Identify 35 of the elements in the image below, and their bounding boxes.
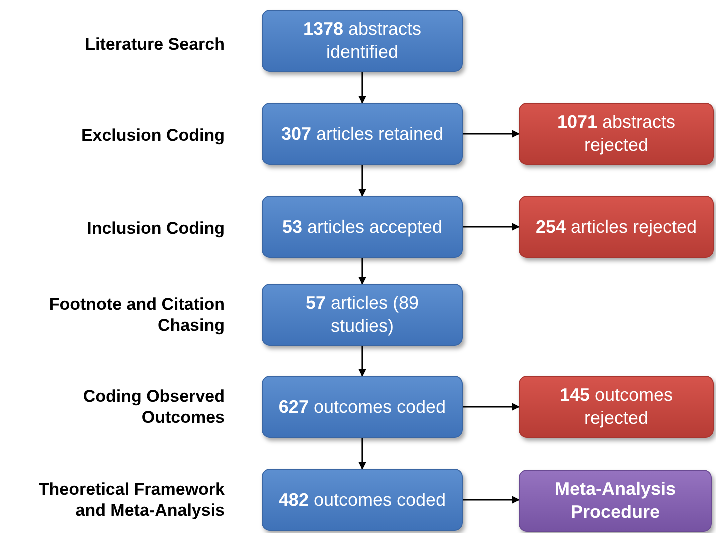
box-text: 254 articles rejected [536, 216, 698, 238]
process-box [262, 10, 463, 72]
stage-label: Inclusion Coding [86, 218, 225, 238]
process-box [262, 376, 463, 438]
process-box [262, 284, 463, 346]
arrow [358, 258, 366, 285]
box-text: 57 articles (89 studies) [304, 292, 420, 338]
process-box [519, 376, 714, 438]
box-text: 145 outcomes rejected [558, 384, 674, 430]
box-text: Meta-Analysis Procedure [554, 478, 678, 524]
arrow [463, 496, 520, 504]
arrow [358, 346, 366, 377]
stage-label: Theoretical Framework and Meta-Analysis [38, 479, 225, 521]
stage-label: Literature Search [84, 34, 225, 54]
box-text: 307 articles retained [281, 122, 444, 146]
box-text: 627 outcomes coded [278, 396, 446, 418]
stage-label: Coding Observed Outcomes [82, 386, 225, 428]
arrow [463, 403, 520, 411]
process-box [519, 196, 714, 258]
box-text: 1071 abstracts rejected [556, 111, 677, 157]
arrow [358, 72, 366, 104]
stage-label: Footnote and Citation Chasing [48, 294, 225, 336]
box-text: 53 articles accepted [282, 216, 443, 238]
process-box [262, 469, 463, 531]
arrow [358, 438, 366, 470]
arrow [463, 223, 520, 231]
box-text: 1378 abstracts identified [302, 18, 423, 64]
process-box [519, 103, 714, 165]
process-box [262, 103, 463, 165]
stage-label: Exclusion Coding [80, 124, 225, 146]
arrow [358, 165, 366, 197]
arrow [463, 130, 520, 138]
process-box [262, 196, 463, 258]
box-text: 482 outcomes coded [278, 488, 446, 512]
process-box [519, 470, 712, 532]
